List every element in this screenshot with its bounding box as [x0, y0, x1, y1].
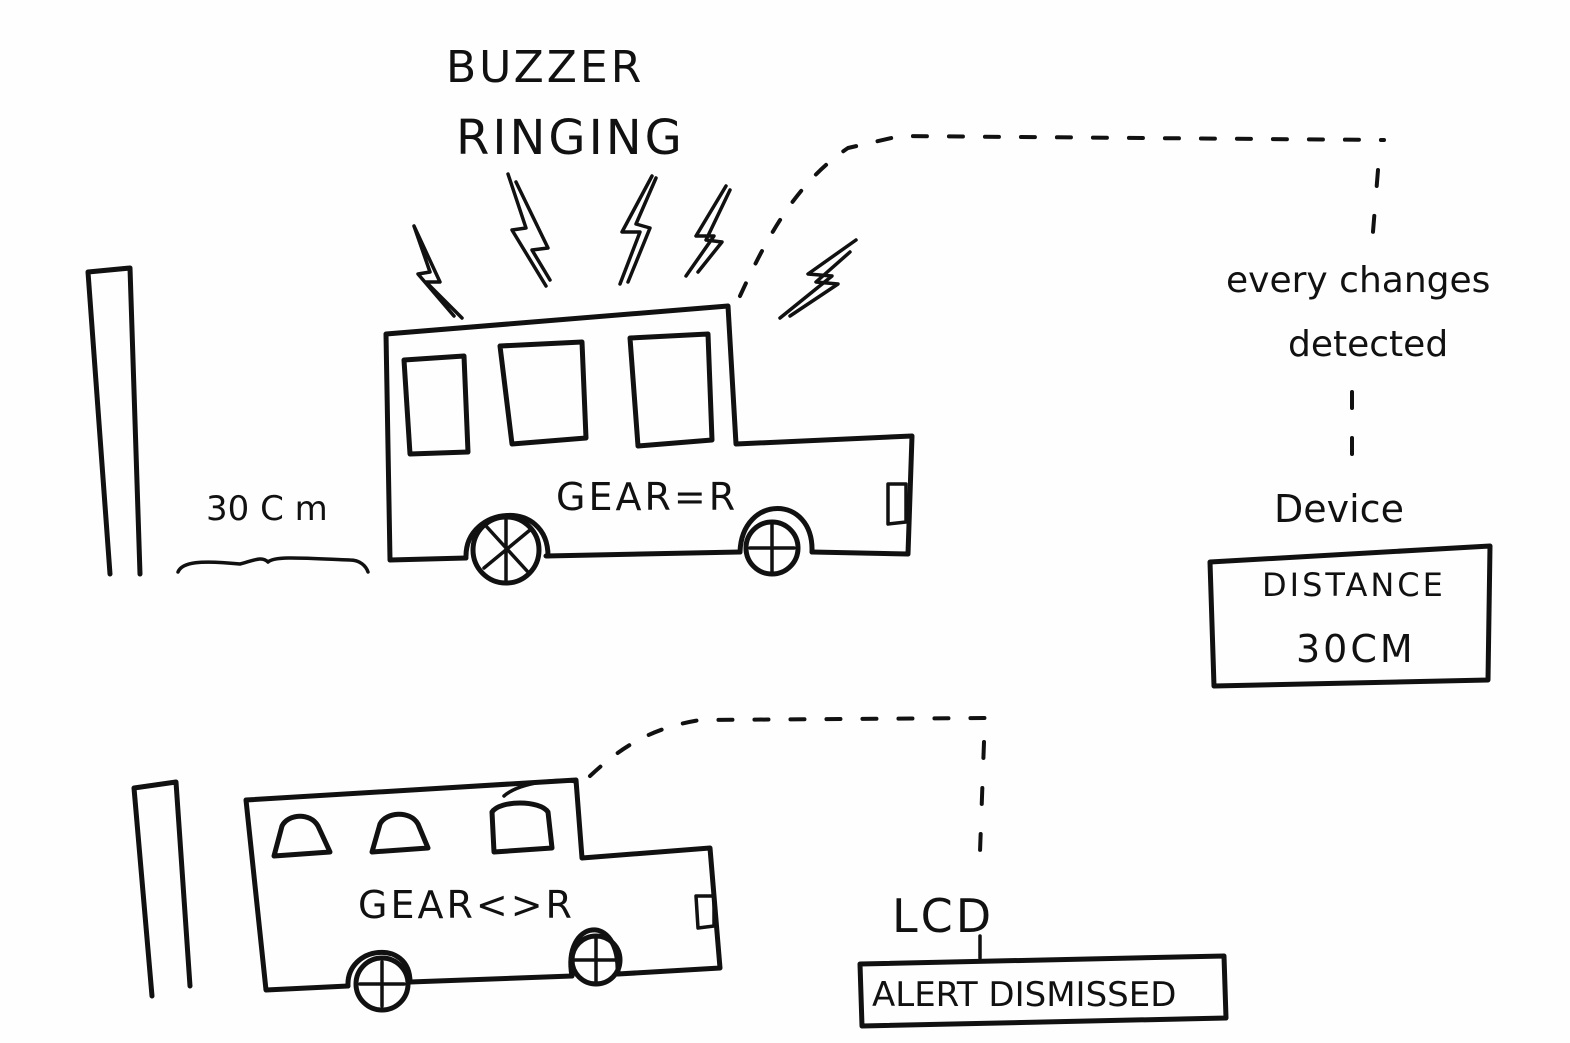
lcd-display: [857, 953, 1229, 1029]
note-line1: every changes: [1226, 260, 1490, 301]
car-body-bottom: [243, 777, 723, 993]
note-line2: detected: [1288, 324, 1448, 365]
car-body-top: [383, 303, 915, 563]
car-window-3: [489, 800, 555, 855]
car-roof-bump: [502, 778, 578, 798]
device-label: Device: [1274, 487, 1404, 531]
wall-post-top: [85, 265, 143, 577]
signal-line-top: [738, 134, 1386, 298]
device-display-line1: DISTANCE: [1262, 566, 1446, 604]
car-window-3: [627, 331, 715, 449]
top-scene: 30 C m GEAR=R BUZZER RINGING: [85, 42, 1493, 689]
wheel-rear-bottom: [353, 955, 411, 1013]
wheel-arch-front: [737, 506, 815, 555]
car-tail-light: [886, 482, 908, 526]
wall-post-bottom: [131, 779, 193, 999]
device-display: [1207, 543, 1493, 689]
lcd-message: ALERT DISMISSED: [872, 975, 1176, 1015]
car-window-1: [271, 813, 333, 859]
car-gear-label-top: GEAR=R: [556, 475, 738, 519]
bottom-scene: GEAR<>R LCD ALERT DISMISSED: [131, 716, 1229, 1029]
wheel-front-bottom: [569, 933, 623, 987]
signal-line-bottom: [588, 716, 988, 778]
lcd-label: LCD: [892, 889, 994, 943]
car-gear-label-bottom: GEAR<>R: [358, 883, 575, 927]
buzzer-label-line2: RINGING: [456, 110, 685, 166]
lightning-bolt-icon: [684, 184, 732, 278]
device-display-line2: 30CM: [1296, 627, 1416, 671]
car-window-1: [401, 353, 471, 457]
buzzer-bolts: [412, 172, 858, 320]
car-tail-light: [694, 894, 716, 930]
car-window-2: [369, 811, 431, 855]
signal-line-bottom-down: [978, 740, 986, 854]
lightning-bolt-icon: [506, 172, 552, 288]
lightning-bolt-icon: [778, 238, 858, 320]
distance-bracket: [176, 556, 370, 574]
lightning-bolt-icon: [412, 224, 464, 320]
car-window-2: [497, 339, 589, 447]
signal-line-top-down-1: [1370, 168, 1380, 246]
wheel-front-top: [743, 519, 801, 577]
wheel-arch-rear: [345, 949, 413, 989]
lightning-bolt-icon: [618, 174, 658, 286]
buzzer-label-line1: BUZZER: [446, 42, 644, 93]
distance-label: 30 C m: [206, 489, 328, 529]
wheel-rear-top: [470, 514, 542, 586]
